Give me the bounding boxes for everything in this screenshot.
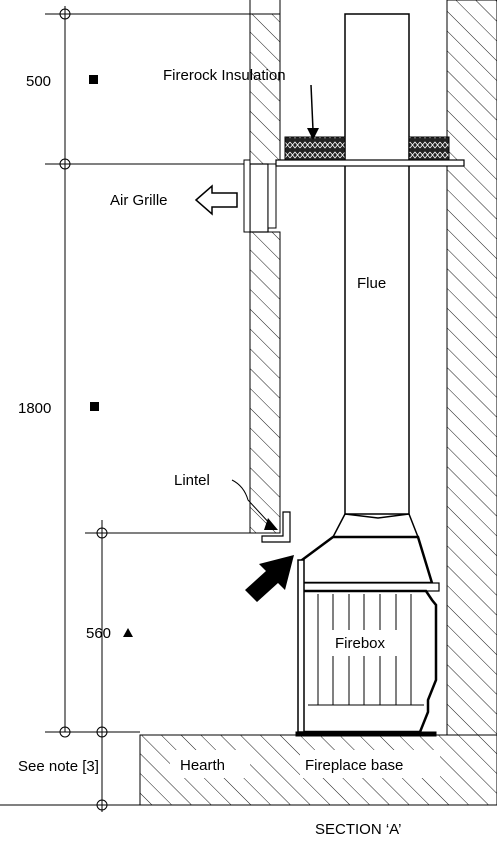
insulation-leader-line — [310, 84, 314, 131]
label-lintel: Lintel — [174, 472, 210, 489]
dimension-tick — [59, 726, 71, 738]
dimension-tick — [96, 726, 108, 738]
dimension-middle-label: 1800 — [18, 400, 51, 417]
back-wall — [446, 0, 497, 736]
label-firebox: Firebox — [335, 635, 386, 652]
lintel — [261, 511, 291, 543]
arrow-icon — [264, 518, 278, 530]
firerock-insulation — [275, 136, 465, 167]
label-section: SECTION ‘A’ — [315, 821, 401, 838]
label-firerock-insulation: Firerock Insulation — [163, 67, 286, 84]
firebox-body — [295, 535, 440, 737]
dimension-tick — [59, 158, 71, 170]
air-flow-arrow-icon — [194, 184, 238, 216]
label-fireplace-base: Fireplace base — [305, 757, 403, 774]
triangle-marker-icon — [123, 628, 133, 637]
flue-pipe — [332, 13, 419, 538]
dimension-tick — [96, 799, 108, 811]
label-see-note: See note [3] — [18, 758, 99, 775]
dimension-bottom-label: 560 — [86, 625, 111, 642]
dimension-top-label: 500 — [26, 73, 51, 90]
square-marker-icon — [90, 402, 99, 411]
air-intake-arrow-icon — [245, 555, 294, 602]
label-hearth: Hearth — [180, 757, 225, 774]
firebox-label-bg — [328, 630, 404, 656]
square-marker-icon — [89, 75, 98, 84]
air-grille — [243, 159, 277, 233]
lintel-leader-line — [231, 479, 273, 527]
arrow-down-icon — [307, 128, 319, 140]
front-wall — [249, 0, 281, 534]
label-air-grille: Air Grille — [110, 192, 168, 209]
hearth-base — [139, 734, 497, 806]
dimension-tick — [59, 6, 71, 22]
dimension-tick — [96, 527, 108, 539]
label-flue: Flue — [357, 275, 386, 292]
